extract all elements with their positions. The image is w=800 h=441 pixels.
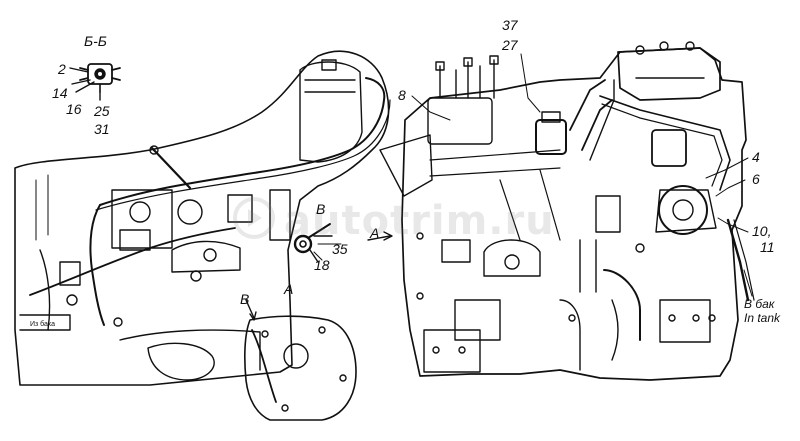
callout-16: 16 — [66, 101, 82, 117]
callout-35: 35 — [332, 241, 348, 257]
callout-27: 27 — [502, 37, 518, 53]
leader-lines — [313, 53, 753, 297]
view-b-label-top: В — [316, 201, 326, 217]
callout-37: 37 — [502, 17, 518, 33]
callout-6: 6 — [752, 171, 760, 187]
view-arrows — [367, 231, 393, 241]
view-a-detail-label: А — [284, 281, 294, 297]
callout-4: 4 — [752, 149, 760, 165]
section-title: Б-Б — [84, 33, 107, 49]
callout-2: 2 — [58, 61, 66, 77]
tank-label-en: In tank — [744, 311, 781, 325]
view-a-bracket — [244, 299, 357, 421]
view-b-label-bottom: В — [240, 291, 250, 307]
callout-10: 10, — [752, 223, 772, 239]
right-engine-view — [379, 41, 755, 381]
view-b-clip — [293, 223, 333, 263]
view-a-arrow-label: А — [370, 225, 380, 241]
section-bb-detail — [69, 63, 121, 101]
callout-11: 11 — [760, 239, 775, 255]
callout-14: 14 — [52, 85, 68, 101]
svg-text:Из бака: Из бака — [30, 320, 55, 328]
callout-18: 18 — [314, 257, 330, 273]
tank-label-ru: В бак — [744, 297, 775, 311]
callout-31: 31 — [94, 121, 110, 137]
callout-25: 25 — [94, 103, 110, 119]
callout-8: 8 — [398, 87, 406, 103]
